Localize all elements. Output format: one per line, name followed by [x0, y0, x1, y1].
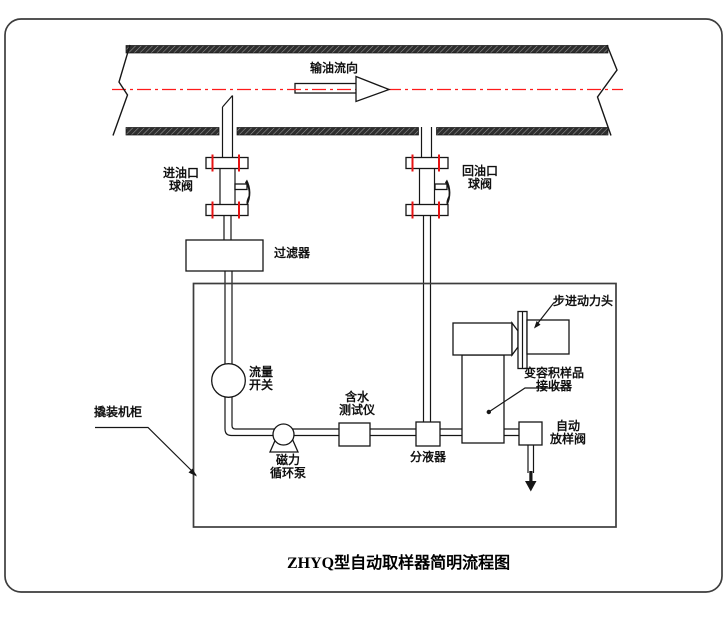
flange-bottom: [205, 203, 249, 217]
flange-top: [405, 156, 449, 170]
receiver-body: [461, 354, 505, 444]
internal-piping: [224, 271, 519, 437]
flow-switch-label: 流量 开关: [249, 365, 274, 392]
water-tester-label: 含水 测试仪: [338, 390, 375, 417]
return-valve-label: 回油口 球阀: [461, 164, 498, 191]
auto-sampling-valve-label: 自动 放样阀: [549, 419, 586, 446]
flange-gaskets: [411, 154, 440, 219]
stepper-motor-box: [526, 319, 570, 355]
flow-switch-symbol: [211, 363, 246, 398]
main-pipeline: [112, 44, 623, 136]
flow-arrow-head-icon: [355, 75, 391, 103]
pipe-bottom-wall-2: [236, 127, 419, 136]
filter-box: [185, 239, 264, 272]
receiver-leader-dot: [486, 409, 491, 415]
return-pipe: [422, 215, 432, 423]
receiver-top-box: [452, 322, 513, 356]
diagram-title: ZHYQ型自动取样器简明流程图: [287, 555, 511, 572]
separator-label: 分液器: [410, 450, 447, 464]
pipe-break-right: [596, 44, 618, 136]
cabinet-leader: [95, 426, 197, 476]
receiver-taper: [511, 321, 519, 357]
pipe-bottom-wall-1: [125, 127, 220, 136]
filter-label: 过滤器: [274, 246, 311, 260]
valve-handle-icon: [445, 179, 451, 206]
outer-border: [4, 18, 723, 593]
valve-body: [418, 168, 436, 205]
pipe-outer-line: [224, 271, 519, 437]
pump-symbol: [272, 423, 295, 446]
stepper-leader: [535, 302, 555, 326]
pipe-top-wall: [125, 45, 609, 54]
flange-gaskets: [211, 154, 240, 219]
valve-handle-icon: [245, 179, 251, 206]
valve-handle-stem: [434, 183, 448, 191]
receiver-label: 变容积样品 接收器: [523, 366, 584, 393]
pipe-inner-line: [231, 271, 519, 430]
drain-arrow-stem: [529, 471, 533, 482]
valve-body: [219, 168, 236, 205]
return-stub: [420, 127, 433, 158]
inlet-valve-label: 进油口 球阀: [162, 166, 199, 193]
drain-arrow-icon: [525, 481, 537, 492]
flange-bottom: [405, 203, 449, 217]
pipe-to-filter: [223, 215, 232, 240]
pump-label: 磁力 循环泵: [269, 453, 306, 480]
receiver-leader: [489, 387, 569, 413]
cabinet-components: [211, 310, 570, 492]
separator-box: [415, 421, 441, 447]
leader-lines: [95, 302, 569, 477]
stepper-head-label: 步进动力头: [553, 294, 614, 308]
cabinet-leader-arrow-icon: [188, 468, 197, 477]
sampling-probe: [221, 95, 234, 158]
flow-arrow-shaft: [294, 82, 358, 94]
flange-top: [205, 156, 249, 170]
pipe-bottom-wall-3: [436, 127, 609, 136]
pipe-break-left: [112, 44, 131, 136]
stepper-leader-arrow-icon: [534, 321, 541, 329]
valve-handle-stem: [234, 183, 248, 191]
water-tester-box: [338, 422, 371, 447]
cabinet-label: 撬装机柜: [94, 405, 143, 419]
drain-pipe: [527, 445, 535, 473]
inlet-valve-assembly: [205, 95, 251, 240]
auto-valve-box: [518, 421, 543, 446]
flow-direction-label: 输油流向: [309, 61, 358, 75]
return-valve-assembly: [405, 127, 451, 423]
cabinet-outline: [192, 282, 617, 528]
